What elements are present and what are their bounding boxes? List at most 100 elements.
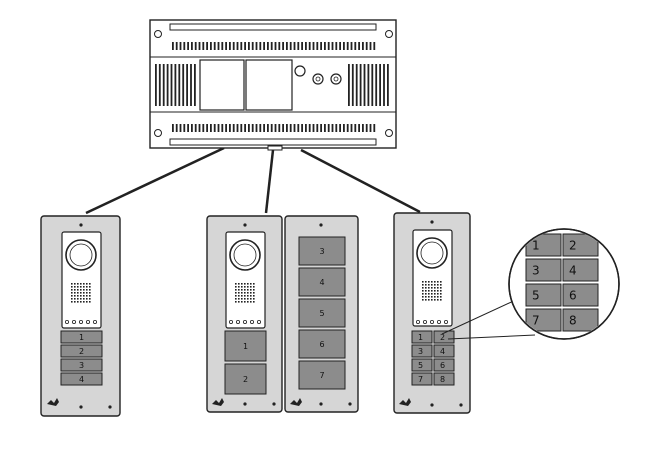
- wire-to-panel-a: [85, 146, 225, 215]
- vent-slot: [175, 124, 178, 132]
- call-button[interactable]: [224, 363, 267, 395]
- call-button[interactable]: [411, 330, 433, 344]
- grille-hole: [431, 287, 433, 289]
- vent-slot: [362, 124, 364, 132]
- call-button[interactable]: [60, 330, 103, 344]
- grille-hole: [86, 289, 88, 291]
- hearing-aid-icon: [399, 398, 411, 406]
- grille-hole: [86, 295, 88, 297]
- call-button[interactable]: [433, 330, 455, 344]
- grille-hole: [74, 292, 76, 294]
- call-button[interactable]: [562, 233, 599, 257]
- vent-slot: [232, 124, 235, 132]
- vent-slots-bottom: [172, 124, 376, 132]
- call-button[interactable]: [525, 258, 562, 282]
- call-button-label: 4: [440, 347, 445, 356]
- call-button[interactable]: [562, 308, 599, 332]
- call-button-label: 2: [569, 238, 577, 252]
- grille-hole: [250, 295, 252, 297]
- call-button[interactable]: [433, 358, 455, 372]
- call-button[interactable]: [411, 358, 433, 372]
- call-button[interactable]: [433, 344, 455, 358]
- call-button[interactable]: [562, 258, 599, 282]
- call-button[interactable]: [60, 358, 103, 372]
- grille-hole: [244, 286, 246, 288]
- grille-hole: [89, 289, 91, 291]
- call-button[interactable]: [60, 344, 103, 358]
- call-button[interactable]: [562, 283, 599, 307]
- grille-hole: [434, 281, 436, 283]
- grille-hole: [80, 295, 82, 297]
- call-button[interactable]: [224, 330, 267, 362]
- call-button-label: 7: [532, 313, 540, 327]
- vent-slot: [379, 64, 381, 106]
- grille-hole: [244, 298, 246, 300]
- grille-hole: [241, 286, 243, 288]
- grille-hole: [428, 284, 430, 286]
- grille-hole: [437, 290, 439, 292]
- vent-slot: [308, 42, 311, 50]
- grille-hole: [250, 298, 252, 300]
- grille-hole: [425, 296, 427, 298]
- call-button[interactable]: [411, 372, 433, 386]
- vent-slot: [274, 42, 277, 50]
- grille-hole: [428, 293, 430, 295]
- vent-slot: [305, 124, 307, 132]
- vent-slot: [172, 42, 174, 50]
- grille-hole: [437, 287, 439, 289]
- vent-slot: [355, 64, 358, 106]
- call-button[interactable]: [60, 372, 103, 386]
- grille-hole: [235, 298, 237, 300]
- vent-slot: [373, 124, 376, 132]
- call-button-label: 6: [319, 340, 324, 349]
- hearing-aid-icon: [47, 398, 59, 406]
- vent-slot: [194, 64, 196, 106]
- status-led: [86, 319, 91, 324]
- grille-hole: [431, 296, 433, 298]
- vent-slot: [293, 124, 296, 132]
- grille-hole: [253, 295, 255, 297]
- grille-hole: [434, 284, 436, 286]
- call-button[interactable]: [433, 372, 455, 386]
- grille-hole: [238, 289, 240, 291]
- vent-slot: [286, 42, 288, 50]
- vent-slot: [259, 42, 262, 50]
- call-button[interactable]: [411, 344, 433, 358]
- vent-slot: [229, 42, 231, 50]
- call-button-label: 8: [569, 313, 577, 327]
- door-panel-b: 12: [206, 215, 283, 413]
- call-button[interactable]: [298, 267, 346, 297]
- call-button[interactable]: [298, 298, 346, 328]
- status-led: [436, 319, 441, 324]
- vent-slot: [206, 124, 208, 132]
- vent-slot: [343, 124, 345, 132]
- grille-hole: [253, 301, 255, 303]
- vent-slot: [183, 42, 186, 50]
- vent-slot: [225, 124, 227, 132]
- vent-slot: [270, 42, 273, 50]
- vent-slot: [346, 42, 349, 50]
- vent-slot: [187, 42, 189, 50]
- vent-slot: [301, 42, 303, 50]
- call-button[interactable]: [298, 360, 346, 390]
- grille-hole: [71, 292, 73, 294]
- grille-hole: [83, 298, 85, 300]
- call-button[interactable]: [525, 308, 562, 332]
- grille-hole: [238, 301, 240, 303]
- grille-hole: [238, 286, 240, 288]
- call-button[interactable]: [525, 283, 562, 307]
- vent-slot: [335, 124, 338, 132]
- grille-hole: [422, 281, 424, 283]
- vent-slot: [351, 64, 354, 106]
- call-button-label: 4: [319, 278, 324, 287]
- call-button[interactable]: [298, 329, 346, 359]
- grille-hole: [241, 283, 243, 285]
- vent-slot: [194, 42, 197, 50]
- call-button[interactable]: [298, 236, 346, 266]
- grille-hole: [440, 293, 442, 295]
- grille-hole: [71, 301, 73, 303]
- grille-hole: [253, 292, 255, 294]
- vent-slot: [172, 124, 174, 132]
- grille-hole: [74, 301, 76, 303]
